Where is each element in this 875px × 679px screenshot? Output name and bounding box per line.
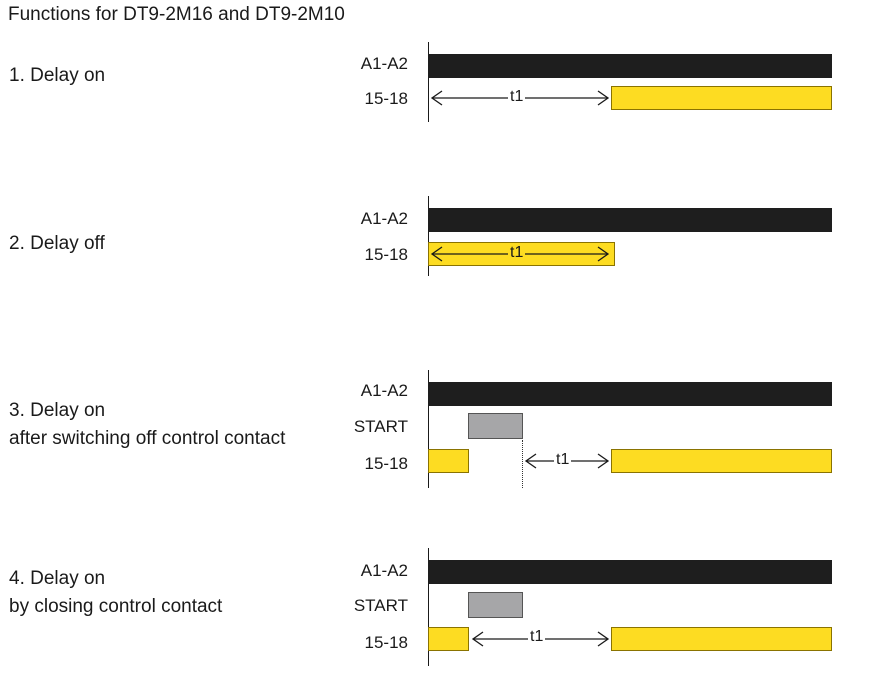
function-4-description: by closing control contact [9,596,223,617]
start-contact-bar [468,592,523,618]
output-bar [611,86,832,110]
supply-bar [428,382,832,406]
function-2-name: 2. Delay off [9,233,105,254]
start-release-marker [522,440,523,488]
signal-label-start: START [353,417,408,436]
signal-label-a1-a2: A1-A2 [360,381,408,400]
signal-label-15-18: 15-18 [364,245,408,264]
output-bar-initial [428,449,469,473]
function-3-description: after switching off control contact [9,428,286,449]
start-contact-bar [468,413,523,439]
function-4-name: 4. Delay on [9,568,106,589]
signal-label-a1-a2: A1-A2 [360,561,408,580]
signal-label-15-18: 15-18 [364,633,408,652]
function-1-name: 1. Delay on [9,65,106,86]
signal-label-15-18: 15-18 [364,454,408,473]
t1-label: t1 [508,244,526,262]
t1-label: t1 [554,451,572,469]
time-axis [428,42,429,122]
time-axis [428,196,429,276]
supply-bar [428,208,832,232]
time-axis [428,548,429,666]
output-bar [611,627,832,651]
time-axis [428,370,429,488]
signal-label-15-18: 15-18 [364,89,408,108]
page-title: Functions for DT9-2M16 and DT9-2M10 [8,4,345,25]
signal-label-a1-a2: A1-A2 [360,209,408,228]
supply-bar [428,54,832,78]
supply-bar [428,560,832,584]
t1-label: t1 [508,88,526,106]
signal-label-a1-a2: A1-A2 [360,54,408,73]
t1-label: t1 [528,628,546,646]
output-bar [611,449,832,473]
function-3-name: 3. Delay on [9,400,106,421]
output-bar-initial [428,627,469,651]
signal-label-start: START [353,596,408,615]
